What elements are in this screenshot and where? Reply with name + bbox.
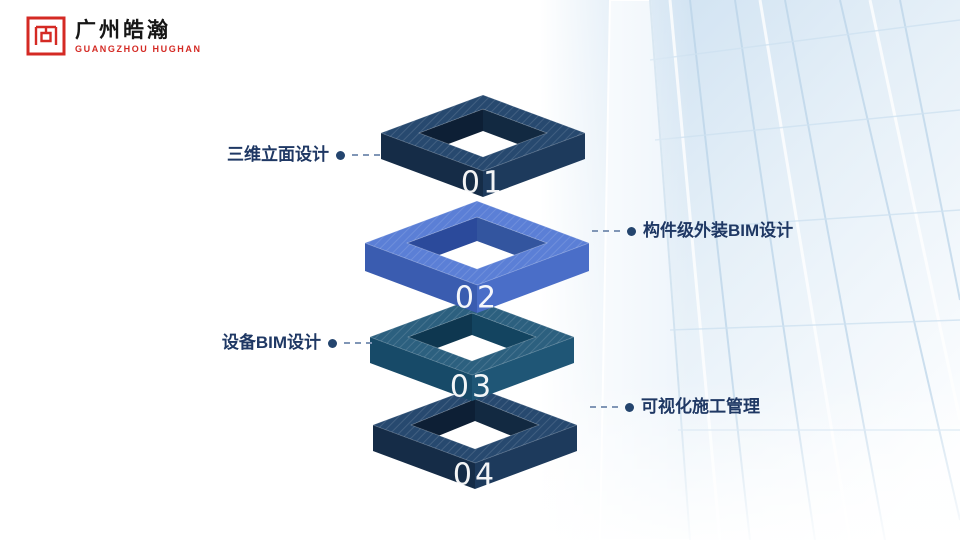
frame-step-2: 02 bbox=[363, 200, 591, 316]
step-label-1-text: 三维立面设计 bbox=[227, 145, 329, 164]
connector-dash-1 bbox=[352, 154, 380, 156]
connector-dash-2 bbox=[592, 230, 620, 232]
company-name-en: GUANGZHOU HUGHAN bbox=[75, 43, 202, 54]
step-label-2: 构件级外装BIM设计 bbox=[592, 221, 793, 241]
step-label-1: 三维立面设计 bbox=[120, 145, 380, 165]
frame-step-3: 03 bbox=[368, 298, 576, 405]
frame-number-2: 02 bbox=[455, 281, 499, 316]
step-label-4: 可视化施工管理 bbox=[590, 397, 760, 417]
connector-dot-2 bbox=[627, 226, 636, 236]
connector-dash-3 bbox=[344, 342, 372, 344]
connector-dot-1 bbox=[336, 150, 345, 160]
connector-dash-4 bbox=[590, 406, 618, 408]
step-label-2-text: 构件级外装BIM设计 bbox=[643, 221, 794, 240]
company-logo-icon bbox=[26, 16, 66, 56]
company-name-cn: 广州皓瀚 bbox=[75, 18, 171, 42]
connector-dot-3 bbox=[328, 338, 337, 348]
connector-dot-4 bbox=[625, 402, 634, 412]
frame-step-1: 01 bbox=[379, 94, 587, 201]
frame-step-4: 04 bbox=[371, 386, 579, 493]
step-label-3-text: 设备BIM设计 bbox=[221, 333, 321, 352]
frame-number-1: 01 bbox=[461, 166, 505, 201]
step-label-3: 设备BIM设计 bbox=[112, 333, 372, 353]
step-label-4-text: 可视化施工管理 bbox=[641, 397, 760, 416]
frame-number-3: 03 bbox=[450, 370, 494, 405]
frame-number-4: 04 bbox=[453, 458, 497, 493]
company-logo: 广州皓瀚 GUANGZHOU HUGHAN bbox=[26, 16, 202, 56]
